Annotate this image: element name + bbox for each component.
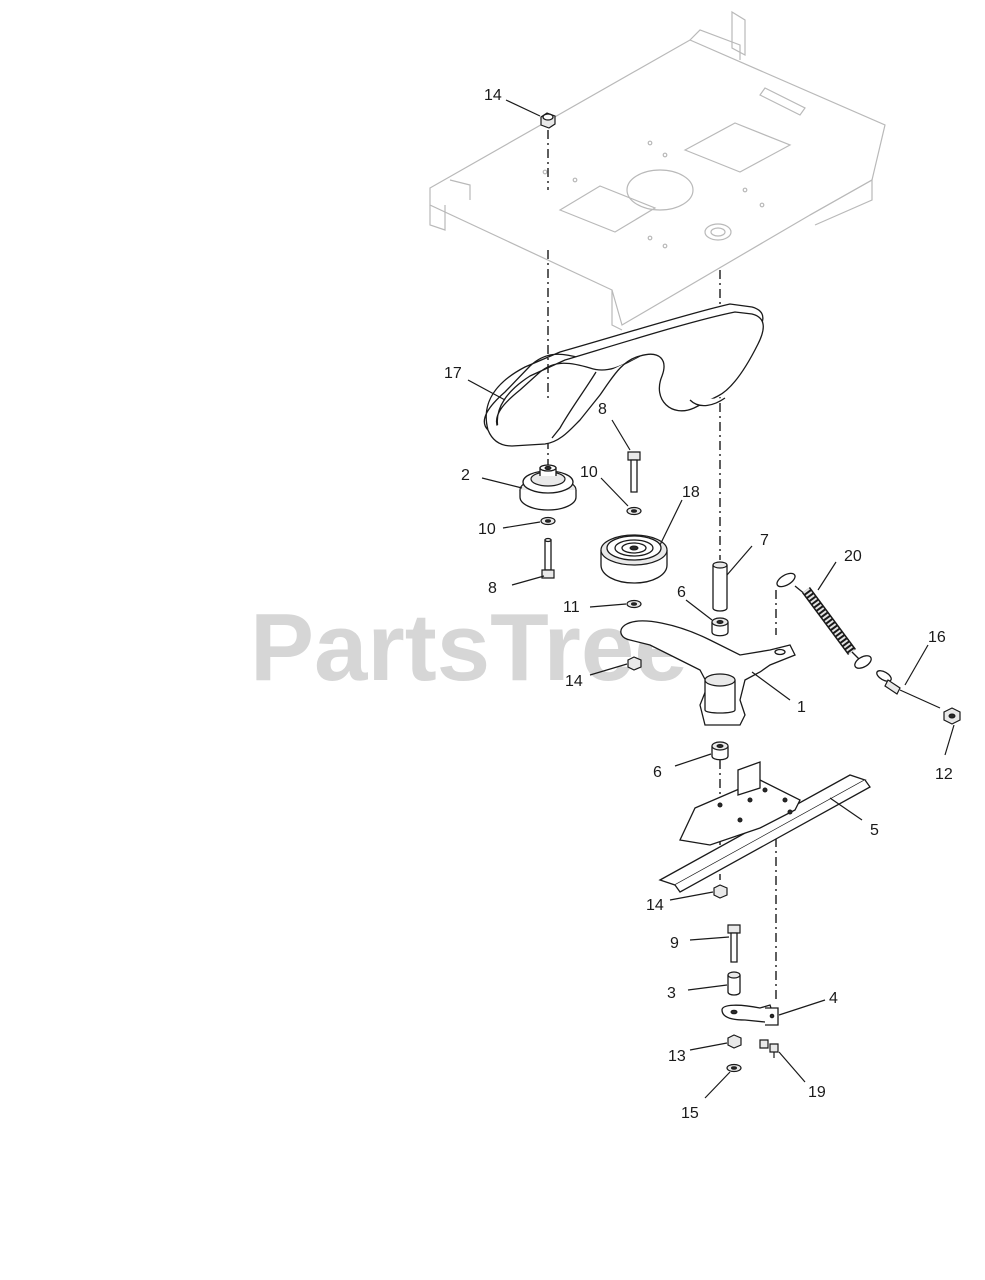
callout-12: 12 <box>935 766 953 783</box>
callout-14-mid: 14 <box>565 673 583 690</box>
part-19-screws <box>759 1039 779 1058</box>
callout-1: 1 <box>797 699 806 716</box>
callout-17: 17 <box>444 365 462 382</box>
part-16-eye-bolt <box>876 670 941 709</box>
part-8-lower-bolt <box>541 537 555 579</box>
callout-10-right: 10 <box>580 464 598 481</box>
callout-16: 16 <box>928 629 946 646</box>
part-17-belt <box>483 303 764 447</box>
callout-15: 15 <box>681 1105 699 1122</box>
part-14-mid-nut <box>627 656 642 671</box>
part-18-idler-pulley <box>600 534 668 584</box>
part-7-spacer <box>712 561 728 612</box>
part-1-idler-arm <box>620 620 796 726</box>
callout-8-upper: 8 <box>598 401 607 418</box>
part-4-bracket <box>721 1004 779 1026</box>
callout-20: 20 <box>844 548 862 565</box>
part-13-nut <box>727 1034 742 1049</box>
part-10-right-washer <box>626 506 642 516</box>
callout-8-lower: 8 <box>488 580 497 597</box>
callout-18: 18 <box>682 484 700 501</box>
part-12-nut <box>943 707 961 725</box>
part-20-spring <box>776 572 872 669</box>
part-14-low-nut <box>713 884 728 899</box>
part-10-left-washer <box>540 516 556 526</box>
callout-2: 2 <box>461 467 470 484</box>
callout-6-upper: 6 <box>677 584 686 601</box>
callout-3: 3 <box>667 985 676 1002</box>
callout-10-left: 10 <box>478 521 496 538</box>
watermark: PartsTree <box>250 594 688 701</box>
part-2-pulley <box>519 464 577 511</box>
callout-11: 11 <box>563 599 580 616</box>
part-15-washer <box>726 1063 742 1073</box>
frame-deck-plate <box>429 10 886 331</box>
callout-7: 7 <box>760 532 769 549</box>
leader-lines <box>467 99 955 1099</box>
callout-13: 13 <box>668 1048 686 1065</box>
callout-14-low: 14 <box>646 897 664 914</box>
part-6-upper-bushing <box>711 617 729 637</box>
part-8-upper-bolt <box>627 451 641 493</box>
callout-9: 9 <box>670 935 679 952</box>
part-6-lower-bushing <box>711 741 729 761</box>
callout-14-top: 14 <box>484 87 502 104</box>
callout-labels: 14 17 8 2 10 18 10 7 8 20 11 6 16 14 1 1… <box>444 87 953 1122</box>
part-3-spacer <box>727 971 741 996</box>
part-9-bolt <box>727 924 741 963</box>
callout-6-lower: 6 <box>653 764 662 781</box>
part-11-washer <box>626 599 642 609</box>
callout-4: 4 <box>829 990 838 1007</box>
callout-5: 5 <box>870 822 879 839</box>
callout-19: 19 <box>808 1084 826 1101</box>
part-5-bracket-plate <box>658 761 871 893</box>
part-14-top-nut <box>540 112 556 129</box>
